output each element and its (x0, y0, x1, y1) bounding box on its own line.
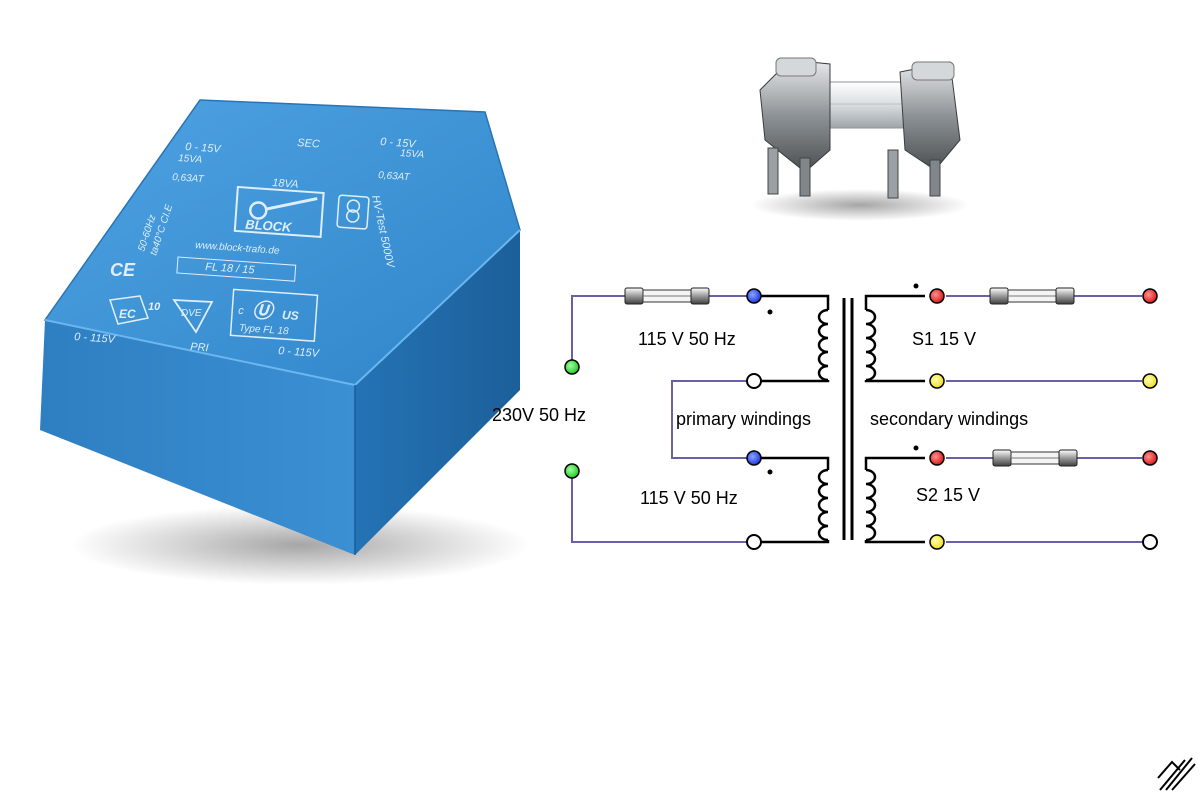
fuse-primary (624, 287, 710, 305)
pri-left-range: 0 - 115V (74, 331, 117, 346)
s2-label: S2 15 V (916, 485, 980, 505)
secondary-winding-s2 (864, 456, 925, 544)
corner-logo-icon (1157, 757, 1196, 791)
polarity-dot-secondary-top (913, 283, 919, 289)
secondary-group-label: secondary windings (870, 409, 1028, 429)
transformer-illustration: 0 - 15V 15VA 0,63AT SEC 0 - 15V 15VA 0,6… (40, 99, 530, 585)
primary-bottom-label: 115 V 50 Hz (640, 488, 738, 508)
vde-mark-icon: DVE (172, 299, 214, 334)
terminal-primary-top-start (746, 288, 762, 304)
terminal-s2-start (929, 450, 945, 466)
polarity-dot-secondary-bottom (913, 445, 919, 451)
terminal-s2-end (929, 534, 945, 550)
brand-text: BLOCK (245, 217, 294, 235)
ce-mark-icon: CE (110, 260, 136, 280)
sec-left-fuse: 0,63AT (172, 172, 205, 185)
secondary-winding-s1 (864, 294, 925, 383)
sec-label: SEC (297, 137, 320, 151)
svg-text:10: 10 (148, 301, 161, 313)
primary-group-label: primary windings (676, 409, 811, 429)
polarity-dot-primary-bottom (767, 469, 773, 475)
primary-top-label: 115 V 50 Hz (638, 329, 736, 349)
terminal-s1-out (1142, 288, 1158, 304)
sec-left-va: 15VA (178, 153, 203, 166)
terminal-primary-bottom-start (746, 450, 762, 466)
terminal-s1-start (929, 288, 945, 304)
svg-text:EC: EC (119, 307, 136, 321)
svg-text:DVE: DVE (181, 308, 202, 319)
terminal-primary-top-end (746, 373, 762, 389)
input-label: 230V 50 Hz (492, 405, 586, 425)
fuse-s2 (992, 449, 1078, 467)
s1-label: S1 15 V (912, 329, 976, 349)
sec-right-va: 15VA (400, 148, 425, 161)
polarity-dot-primary-top (767, 309, 773, 315)
model-text: FL 18 / 15 (205, 261, 256, 276)
svg-text:Type FL 18: Type FL 18 (239, 323, 290, 337)
svg-text:US: US (282, 308, 300, 323)
terminal-input-top (564, 359, 580, 375)
block-logo: BLOCK (233, 185, 325, 238)
fuse-holder-illustration (750, 57, 970, 221)
pri-label: PRI (190, 341, 209, 354)
terminal-s2-return (1142, 534, 1158, 550)
fuse-s1 (989, 287, 1075, 305)
terminal-input-bottom (564, 463, 580, 479)
primary-winding-top (760, 294, 830, 383)
ec-badge-icon: EC 10 (109, 295, 161, 325)
case-markings: 0 - 15V 15VA 0,63AT SEC 0 - 15V 15VA 0,6… (74, 136, 425, 360)
input-wire-bottom (571, 472, 748, 543)
transformer-core (842, 298, 854, 540)
terminal-s1-return (1142, 373, 1158, 389)
pri-right-range: 0 - 115V (278, 345, 321, 360)
transformer-symbol-icon (336, 194, 370, 230)
svg-text:c: c (238, 305, 245, 317)
sec-right-fuse: 0,63AT (378, 170, 411, 183)
total-va: 18VA (272, 177, 299, 191)
sec-right-range: 0 - 15V (380, 136, 418, 151)
primary-winding-bottom (760, 456, 830, 544)
sec-left-range: 0 - 15V (185, 141, 223, 156)
schematic-diagram: 230V 50 Hz 115 V 50 Hz 115 V 50 Hz prima… (492, 283, 1158, 550)
primary-series-link (671, 380, 748, 459)
terminal-s2-out (1142, 450, 1158, 466)
terminal-s1-end (929, 373, 945, 389)
ul-mark-icon: c Ⓤ US Type FL 18 (229, 288, 319, 342)
input-wire-top (571, 295, 625, 365)
terminal-primary-bottom-end (746, 534, 762, 550)
